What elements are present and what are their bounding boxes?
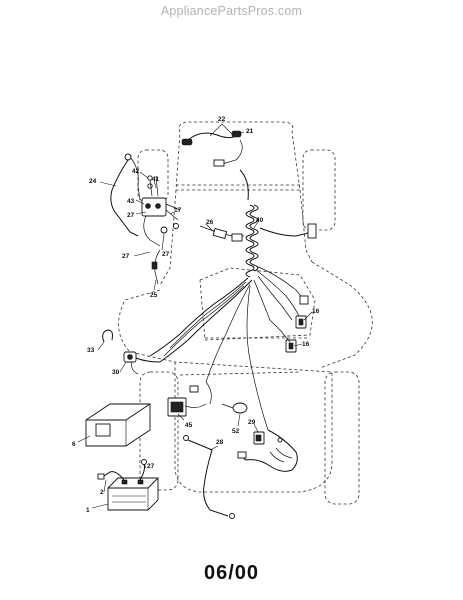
leader-lines (77, 123, 313, 509)
callout-40: 40 (256, 217, 264, 224)
callout-27-mid: 27 (162, 251, 170, 258)
rear-leads (183, 429, 298, 519)
callout-16-lower: 16 (302, 341, 310, 348)
safety-switches (279, 295, 309, 353)
callout-16-upper: 16 (312, 308, 320, 315)
headlight-harness (181, 130, 243, 167)
callout-42: 42 (132, 168, 140, 175)
part-33-clip (102, 329, 113, 343)
callout-21: 21 (246, 128, 254, 135)
callout-28: 28 (216, 439, 224, 446)
callout-27-upper: 27 (127, 212, 135, 219)
part-52 (221, 402, 248, 414)
callout-29: 29 (248, 419, 256, 426)
connector-30 (123, 351, 161, 375)
connector-26 (199, 225, 244, 242)
date-code: 06/00 (203, 562, 260, 584)
callout-52: 52 (232, 428, 240, 435)
callout-27-battery: 27 (147, 463, 155, 470)
callout-26: 26 (206, 219, 214, 226)
callout-30: 30 (112, 369, 120, 376)
tractor-outline (118, 121, 373, 505)
callout-2: 2 (100, 489, 104, 496)
callout-22: 22 (218, 116, 226, 123)
callout-45: 45 (185, 422, 193, 429)
callout-17: 17 (174, 207, 182, 214)
callout-1: 1 (86, 507, 90, 514)
callout-43: 43 (127, 198, 135, 205)
callout-24: 24 (89, 178, 97, 185)
callout-6: 6 (72, 441, 76, 448)
battery (97, 459, 159, 511)
battery-tray (85, 403, 151, 447)
callout-33: 33 (87, 347, 95, 354)
module-45 (167, 381, 212, 417)
main-harness-coil (149, 169, 317, 431)
callout-25: 25 (150, 292, 158, 299)
callout-labels: 22 21 24 42 41 43 27 17 26 40 27 27 25 1… (72, 116, 320, 514)
upper-left-wiring (110, 153, 181, 285)
callout-27-left: 27 (122, 253, 130, 260)
callout-41: 41 (152, 176, 160, 183)
site-watermark: AppliancePartsPros.com (160, 4, 303, 18)
